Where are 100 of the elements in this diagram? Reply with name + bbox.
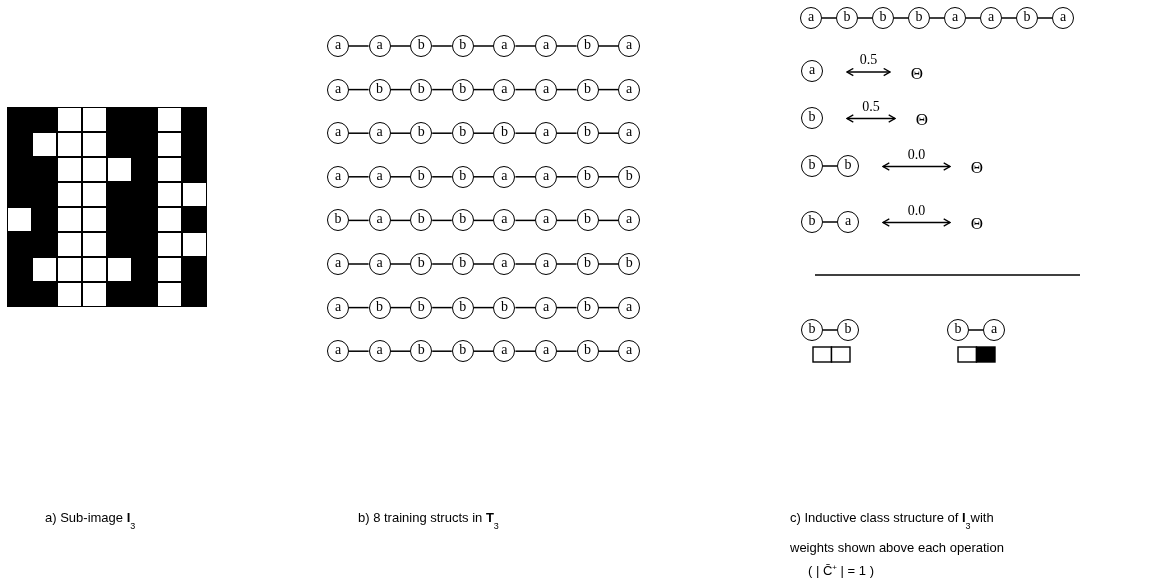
letter-circle: b [801, 319, 823, 341]
connector-line [473, 45, 495, 47]
connector-line [473, 263, 495, 265]
letter-circle: a [327, 35, 349, 57]
connector-line [473, 88, 495, 91]
letter-circle: b [947, 319, 969, 341]
connector-line [597, 132, 619, 134]
letter-circle: b [410, 165, 433, 188]
connector-line [431, 45, 453, 47]
connector-line [348, 132, 370, 134]
letter-circle: a [368, 35, 391, 57]
connector-line [348, 263, 370, 265]
letter-circle: a [535, 122, 557, 145]
letter-circle: b [410, 340, 433, 363]
connector-line [389, 88, 411, 91]
letter-circle: a [944, 7, 966, 29]
letter-circle: b [801, 155, 823, 177]
connector-line [348, 176, 370, 178]
connector-line [389, 132, 411, 134]
connector-line [389, 350, 411, 352]
letter-circle: b [410, 253, 433, 275]
letter-circle: b [451, 165, 474, 188]
connector-line [389, 45, 411, 47]
letter-circle: b [576, 122, 599, 145]
letter-circle: a [837, 211, 859, 233]
letter-circle: b [801, 107, 823, 129]
letter-circle: b [1016, 7, 1038, 29]
connector-line [556, 263, 578, 265]
connector-line [348, 88, 370, 91]
connector-line [893, 17, 909, 19]
connector-line [431, 263, 453, 265]
letter-circle: b [618, 165, 641, 188]
connector-line [597, 350, 619, 352]
letter-circle: a [327, 340, 349, 363]
connector-line [514, 263, 536, 265]
letter-circle: b [576, 296, 599, 319]
connector-line [597, 45, 619, 47]
letter-circle: b [368, 296, 391, 319]
letter-circle: b [327, 209, 349, 232]
connector-line [822, 329, 838, 331]
caption-text: c) Inductive class structure of I$_{3}$with weights shown above each operation [790, 509, 1005, 557]
letter-circle: a [618, 340, 641, 363]
double-arrow [882, 218, 951, 227]
connector-line [431, 88, 453, 91]
letter-circle: b [836, 7, 858, 29]
connector-line [473, 176, 495, 178]
letter-circle: b [451, 35, 474, 57]
connector-line [514, 45, 536, 47]
connector-line [348, 219, 370, 222]
letter-circle: a [368, 122, 391, 145]
weight-label: 0.0 [906, 203, 927, 218]
connector-line [514, 132, 536, 134]
connector-line [597, 219, 619, 222]
letter-circle: b [837, 155, 859, 177]
letter-circle: b [451, 340, 474, 363]
caption-text: b) 8 training structs in T$_{3}$ [358, 509, 500, 533]
letter-circle: a [368, 209, 391, 232]
connector-line [389, 219, 411, 222]
letter-circle: b [410, 122, 433, 145]
connector-line [389, 176, 411, 178]
connector-line [514, 306, 536, 309]
connector-line [431, 219, 453, 222]
letter-circle: a [327, 122, 349, 145]
letter-circle: b [410, 296, 433, 319]
connector-line [821, 17, 837, 19]
double-arrow [882, 162, 951, 171]
letter-circle: a [618, 296, 641, 319]
letter-circle: a [327, 253, 349, 275]
connector-line [431, 350, 453, 352]
connector-line [389, 263, 411, 265]
theta-symbol: Θ [970, 157, 984, 177]
letter-circle: b [451, 209, 474, 232]
letter-circle: a [801, 60, 823, 82]
letter-circle: b [576, 35, 599, 57]
letter-circle: b [451, 296, 474, 319]
letter-circle: a [493, 35, 516, 57]
letter-circle: a [535, 253, 557, 275]
letter-circle: b [451, 122, 474, 145]
weight-label: 0.0 [906, 147, 927, 162]
letter-circle: b [908, 7, 930, 29]
letter-circle: a [618, 78, 641, 101]
letter-circle: a [327, 78, 349, 101]
connector-line [1037, 17, 1053, 19]
letter-circle: a [618, 122, 641, 145]
connector-line [929, 17, 945, 19]
connector-line [556, 132, 578, 134]
connector-line [597, 88, 619, 91]
letter-circle: a [493, 209, 516, 232]
letter-circle: b [618, 253, 641, 275]
letter-circle: b [576, 209, 599, 232]
theta-symbol: Θ [915, 109, 929, 129]
connector-line [389, 306, 411, 309]
connector-line [556, 176, 578, 178]
letter-circle: a [493, 340, 516, 363]
connector-line [556, 350, 578, 352]
letter-circle: a [327, 296, 349, 319]
connector-line [556, 88, 578, 91]
letter-circle: b [410, 35, 433, 57]
letter-circle: b [493, 122, 516, 145]
letter-circle: a [535, 296, 557, 319]
